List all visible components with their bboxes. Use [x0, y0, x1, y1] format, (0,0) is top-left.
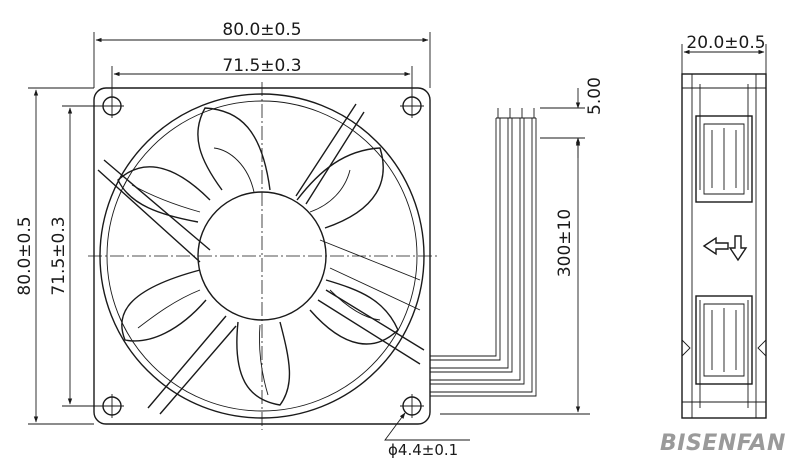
front-view: 80.0±0.5 71.5±0.3 80.0±0.5 71.5±0.3 ϕ4.4…: [15, 20, 470, 459]
fan-blades: [117, 107, 399, 406]
lead-wires: 5.00 300±10: [430, 77, 605, 415]
side-frame: [681, 73, 767, 419]
dim-hole-diameter: ϕ4.4±0.1: [388, 441, 458, 459]
dim-height-hole-spacing: 71.5±0.3: [49, 216, 69, 295]
mounting-holes: [100, 94, 424, 418]
side-view: 20.0±0.5: [681, 33, 767, 419]
rotation-direction-icon: [728, 235, 748, 262]
dim-width-hole-spacing: 71.5±0.3: [222, 56, 301, 76]
dim-lead-length: 300±10: [555, 209, 575, 277]
motor-hub: [197, 191, 327, 321]
airflow-direction-icon: [702, 236, 729, 256]
dim-height-overall: 80.0±0.5: [15, 216, 35, 295]
dim-width-overall: 80.0±0.5: [222, 20, 301, 40]
support-struts: [97, 103, 425, 415]
brand-logo: BISENFAN: [660, 431, 786, 456]
dim-strip-length: 5.00: [585, 77, 605, 115]
dim-thickness: 20.0±0.5: [686, 33, 765, 53]
